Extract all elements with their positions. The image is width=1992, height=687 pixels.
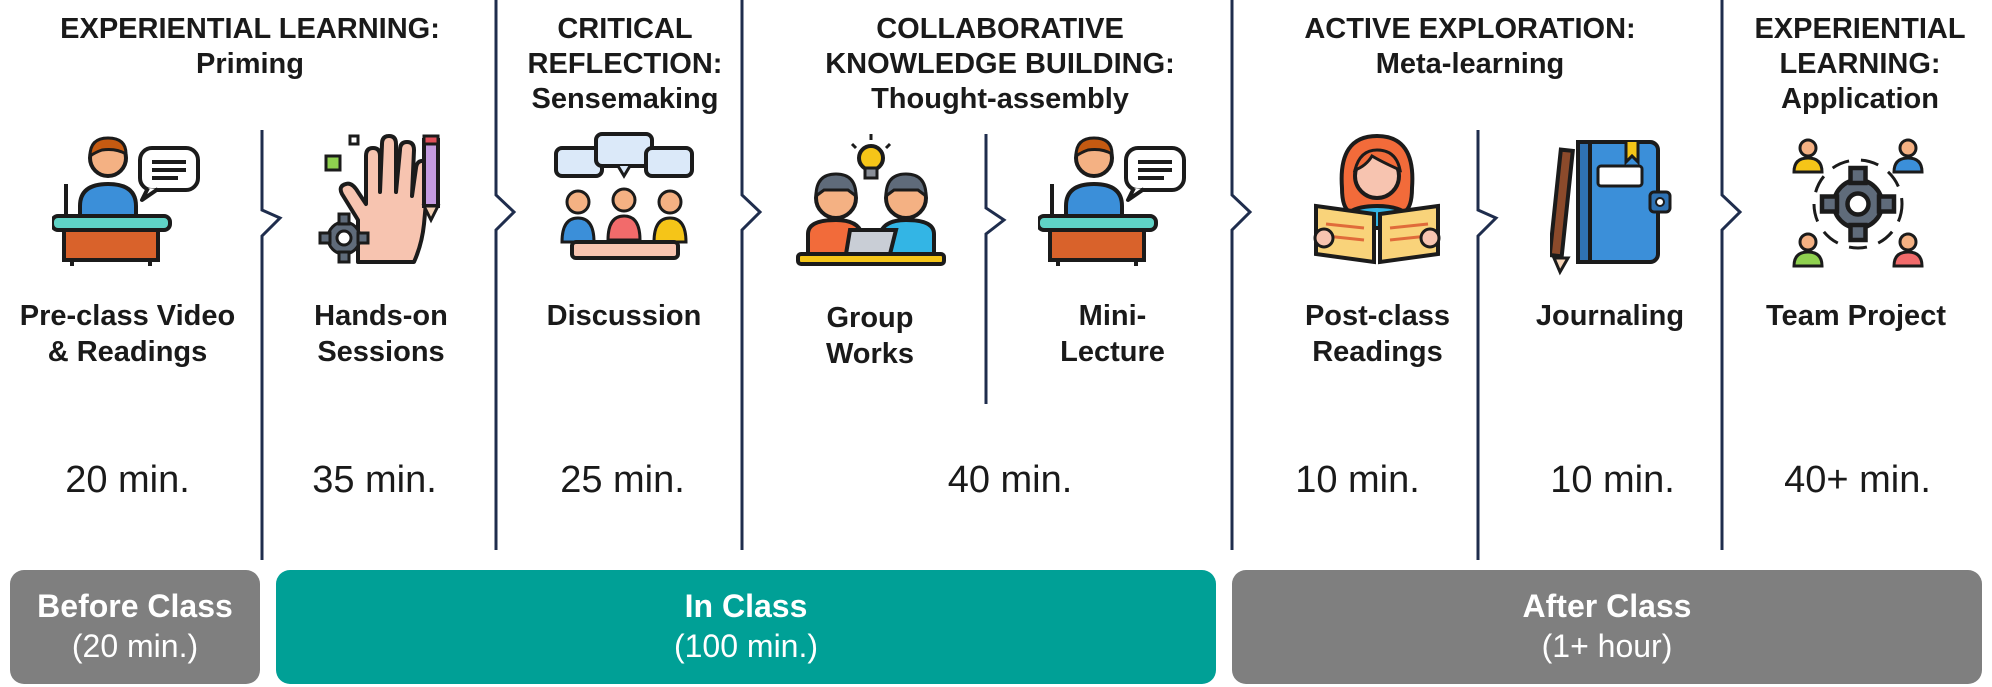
before-class-bar: Before Class (20 min.): [10, 570, 260, 684]
bar-subtitle: (100 min.): [673, 628, 819, 664]
duration-label: 20 min.: [65, 459, 190, 501]
phase-title-line: Thought-assembly: [871, 83, 1129, 115]
journal-pencil-icon: [1550, 140, 1672, 276]
phase-title-line: ACTIVE EXPLORATION:: [1304, 13, 1636, 45]
duration-label: 40 min.: [947, 459, 1073, 501]
activity-label-line: Group: [826, 302, 914, 334]
bar-subtitle: (20 min.): [71, 628, 199, 664]
activity-label-line: Readings: [1312, 336, 1443, 368]
phase-title-line: Sensemaking: [531, 83, 719, 115]
phase-title-line: CRITICAL: [557, 13, 693, 45]
activity-label: Journaling: [1490, 298, 1730, 334]
divider-chevron: [260, 130, 283, 560]
phase-title-thought-assembly: COLLABORATIVE KNOWLEDGE BUILDING: Though…: [790, 12, 1210, 117]
team-gear-icon: [1792, 138, 1924, 268]
activity-label-line: Lecture: [1060, 336, 1165, 368]
phase-title-line: LEARNING:: [1779, 48, 1941, 80]
phase-title-sensemaking: CRITICAL REFLECTION: Sensemaking: [500, 12, 750, 117]
activity-label-line: Pre-class Video: [19, 300, 236, 332]
duration-label: 25 min.: [560, 459, 685, 501]
discussion-group-icon: [554, 132, 694, 260]
phase-title-application: EXPERIENTIAL LEARNING: Application: [1740, 12, 1980, 117]
divider-chevron: [1230, 0, 1253, 550]
activity-label-line: Team Project: [1766, 300, 1946, 332]
activity-label-line: Discussion: [546, 300, 702, 332]
activity-label-line: Post-class: [1304, 300, 1451, 332]
phase-title-meta-learning: ACTIVE EXPLORATION: Meta-learning: [1250, 12, 1690, 82]
phase-title-line: REFLECTION:: [527, 48, 723, 80]
activity-label: Hands-on Sessions: [270, 298, 492, 370]
activity-label-line: Hands-on: [314, 300, 448, 332]
divider-chevron: [494, 0, 517, 550]
bar-title: After Class: [1522, 588, 1692, 624]
duration-label: 10 min.: [1550, 459, 1675, 501]
teacher-podium-icon: [52, 136, 200, 268]
activity-label-line: Sessions: [317, 336, 445, 368]
hand-gear-icon: [318, 134, 441, 264]
activity-label-line: Journaling: [1535, 300, 1685, 332]
reading-person-icon: [1313, 133, 1441, 265]
phase-title-line: KNOWLEDGE BUILDING:: [825, 48, 1175, 80]
after-class-bar: After Class (1+ hour): [1232, 570, 1982, 684]
divider-chevron: [740, 0, 763, 550]
activity-label: Mini- Lecture: [995, 298, 1230, 370]
bar-title: In Class: [684, 588, 808, 624]
phase-title-line: EXPERIENTIAL: [1754, 13, 1966, 45]
phase-title-line: COLLABORATIVE: [876, 13, 1124, 45]
divider-chevron: [1720, 0, 1743, 550]
teacher-podium-icon: [1038, 136, 1186, 268]
duration-label: 10 min.: [1295, 459, 1420, 501]
activity-label-line: & Readings: [47, 336, 208, 368]
group-laptop-icon: [796, 134, 946, 266]
activity-label: Pre-class Video & Readings: [0, 298, 255, 370]
activity-label: Discussion: [505, 298, 743, 334]
bar-subtitle: (1+ hour): [1541, 628, 1673, 664]
duration-label: 35 min.: [312, 459, 437, 501]
phase-title-line: Application: [1781, 83, 1939, 115]
activity-label: Team Project: [1735, 298, 1977, 334]
phase-title-line: Priming: [196, 48, 304, 80]
activity-label: Post-class Readings: [1255, 298, 1500, 370]
in-class-bar: In Class (100 min.): [276, 570, 1216, 684]
activity-label-line: Mini-: [1078, 300, 1147, 332]
divider-chevron: [984, 134, 1007, 404]
phase-title-priming: EXPERIENTIAL LEARNING: Priming: [40, 12, 460, 82]
phase-title-line: EXPERIENTIAL LEARNING:: [60, 13, 440, 45]
activity-label: Group Works: [750, 300, 990, 372]
duration-label: 40+ min.: [1784, 459, 1931, 501]
phase-title-line: Meta-learning: [1375, 48, 1565, 80]
activity-label-line: Works: [825, 338, 915, 370]
bar-title: Before Class: [37, 588, 233, 624]
divider-chevron: [1476, 130, 1499, 560]
